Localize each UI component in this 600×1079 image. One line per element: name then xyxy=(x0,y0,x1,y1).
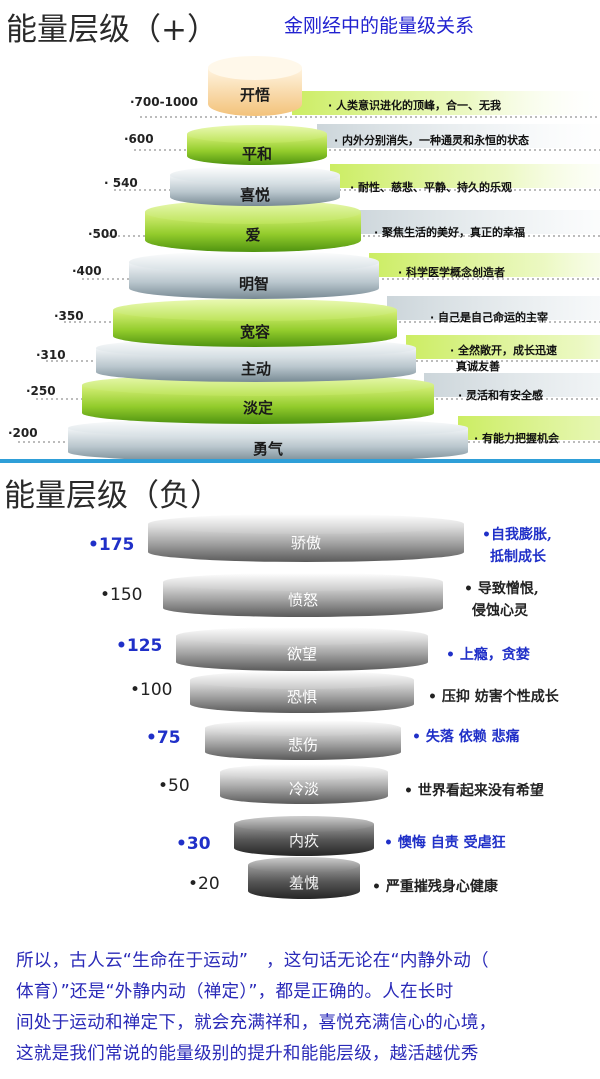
level-value: ·400 xyxy=(72,264,102,278)
level-name: 平和 xyxy=(241,145,272,163)
level-value: ·350 xyxy=(54,309,84,323)
description-band xyxy=(387,296,600,320)
positive-labels: 开悟 ·700-1000 · 人类意识进化的顶峰，合一、无我平和 ·600 · 内外分别… xyxy=(0,0,600,460)
level-disk xyxy=(190,671,414,713)
level-disk xyxy=(234,816,374,856)
level-value: ·600 xyxy=(124,132,154,146)
description-band xyxy=(330,164,600,188)
level-disk xyxy=(129,251,379,299)
negative-labels: 骄傲 •175 •自我膨胀, 抵制成长愤怒 •150 • 导致憎恨, 侵蚀心灵欲望 •125 •… xyxy=(0,464,600,924)
level-name: 悲伤 xyxy=(287,736,318,754)
level-description: • 压抑 妨害个性成长 xyxy=(428,689,559,705)
level-name: 勇气 xyxy=(252,440,283,458)
section-divider xyxy=(0,459,600,463)
level-disk xyxy=(145,200,361,252)
level-value: ·310 xyxy=(36,348,66,362)
level-value: ·500 xyxy=(88,227,118,241)
conclusion-line: 所以，古人云“生命在于运动” ，这句话无论在“内静外动（ xyxy=(16,951,489,971)
level-name: 羞愧 xyxy=(288,874,319,892)
level-description-line2: 真诚友善 xyxy=(456,360,500,373)
description-band xyxy=(317,124,600,148)
positive-subtitle: 金刚经中的能量级关系 xyxy=(284,15,475,37)
level-description: • 上瘾，贪婪 xyxy=(446,647,530,663)
level-description: •自我膨胀, xyxy=(482,527,552,543)
level-value: ·700-1000 xyxy=(130,95,198,109)
description-band xyxy=(424,373,600,397)
level-disk xyxy=(187,125,327,165)
positive-title: 能量层级（+） xyxy=(6,12,218,48)
level-description-line2: 侵蚀心灵 xyxy=(472,603,528,619)
level-name: 喜悦 xyxy=(239,186,270,204)
level-disk xyxy=(68,418,468,460)
level-description: · 自己是自己命运的主宰 xyxy=(430,311,549,324)
level-description-line2: 抵制成长 xyxy=(490,549,546,565)
level-name: 主动 xyxy=(240,360,271,378)
negative-funnel xyxy=(148,514,464,899)
level-disk xyxy=(205,720,401,760)
level-name: 爱 xyxy=(245,226,261,244)
conclusion-paragraph: 所以，古人云“生命在于运动” ，这句话无论在“内静外动（ 体育）”还是“外静内动… xyxy=(16,946,586,1070)
level-description: · 灵活和有安全感 xyxy=(458,389,544,402)
level-disk xyxy=(208,56,302,116)
level-name: 欲望 xyxy=(286,645,317,663)
level-value: •125 xyxy=(116,636,163,656)
level-value: •175 xyxy=(88,535,135,555)
conclusion-line: 体育）”还是“外静内动（禅定）”，都是正确的。人在长时 xyxy=(16,982,454,1002)
level-description: · 聚焦生活的美好，真正的幸福 xyxy=(374,226,526,239)
level-description: • 懊悔 自责 受虐狂 xyxy=(384,835,506,851)
level-value: •100 xyxy=(130,680,173,700)
level-name: 明智 xyxy=(238,275,269,293)
level-description: · 内外分别消失，一种通灵和永恒的状态 xyxy=(334,134,530,147)
description-band xyxy=(369,253,600,277)
level-disk xyxy=(176,627,428,671)
level-name: 愤怒 xyxy=(287,591,318,609)
level-name: 冷淡 xyxy=(288,780,319,798)
level-description: · 人类意识进化的顶峰，合一、无我 xyxy=(328,99,502,112)
level-disk xyxy=(170,166,340,206)
level-description: · 科学医学概念创造者 xyxy=(398,266,506,279)
description-band xyxy=(292,91,600,115)
description-band xyxy=(351,210,600,234)
positive-pyramid xyxy=(18,56,600,460)
level-value: •75 xyxy=(146,728,181,748)
level-value: •150 xyxy=(100,585,143,605)
level-description: · 有能力把握机会 xyxy=(474,432,560,445)
level-value: ·200 xyxy=(8,426,38,440)
level-value: •20 xyxy=(188,874,220,894)
level-name: 骄傲 xyxy=(290,534,321,552)
conclusion-line: 这就是我们常说的能量级别的提升和能能层级，越活越优秀 xyxy=(16,1044,479,1064)
description-band xyxy=(458,416,600,440)
level-description: • 严重摧残身心健康 xyxy=(372,879,498,895)
level-name: 开悟 xyxy=(239,86,270,104)
level-value: •30 xyxy=(176,834,211,854)
level-name: 淡定 xyxy=(242,399,273,417)
level-description: • 世界看起来没有希望 xyxy=(404,783,544,799)
level-name: 宽容 xyxy=(239,323,270,341)
level-name: 恐惧 xyxy=(286,688,317,706)
negative-title: 能量层级（负） xyxy=(4,478,221,514)
level-description: · 全然敞开，成长迅速 xyxy=(450,344,558,357)
level-description: • 导致憎恨, xyxy=(464,581,539,597)
level-disk xyxy=(248,857,360,899)
level-disk xyxy=(163,573,443,617)
level-disk xyxy=(148,514,464,562)
level-value: •50 xyxy=(158,776,190,796)
description-band xyxy=(406,335,600,359)
level-value: · 540 xyxy=(104,176,138,190)
level-disk xyxy=(220,764,388,804)
level-description: • 失落 依赖 悲痛 xyxy=(412,729,520,745)
level-description: · 耐性、慈悲、平静、持久的乐观 xyxy=(350,181,513,194)
level-value: ·250 xyxy=(26,384,56,398)
level-name: 内疚 xyxy=(288,832,319,850)
level-disk xyxy=(113,299,397,347)
conclusion-line: 间处于运动和禅定下，就会充满祥和，喜悦充满信心的心境， xyxy=(16,1013,497,1033)
